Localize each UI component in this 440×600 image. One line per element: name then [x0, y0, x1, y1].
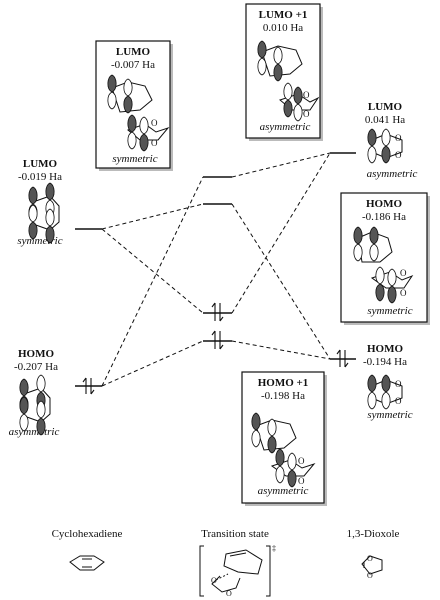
orbital-cyclo-homo: [19, 374, 51, 436]
ts-double-dagger: ‡: [272, 544, 276, 553]
label-dioxole: 1,3-Dioxole: [347, 528, 400, 540]
label-transition-state: Transition state: [201, 528, 269, 540]
diox-lumo-sym: asymmetric: [367, 168, 418, 180]
ts-lumo1-title: LUMO +1: [259, 9, 308, 21]
orbital-cyclo-lumo: [28, 182, 60, 244]
diox-homo-sym: symmetric: [367, 409, 412, 421]
structure-cyclohexadiene: [69, 555, 105, 571]
o-atom-i: O: [395, 379, 402, 389]
structure-transition-state: [199, 545, 271, 597]
ts-lumo-title: LUMO: [116, 46, 151, 58]
o-atom-l: O: [298, 476, 305, 486]
electron-pair-ts-homo1: [211, 330, 224, 350]
ts-lumo1-energy: 0.010 Ha: [263, 22, 303, 34]
orbital-ts-lumo1: O O: [257, 40, 320, 122]
ts-homo-energy: -0.186 Ha: [362, 211, 406, 223]
ts-o-atom-2: O: [226, 589, 232, 598]
o-atom-d: O: [303, 109, 310, 119]
diox-homo-title: HOMO: [367, 343, 403, 355]
cyclo-lumo-energy: -0.019 Ha: [18, 171, 62, 183]
diox-homo-energy: -0.194 Ha: [363, 356, 407, 368]
ts-homo-title: HOMO: [366, 198, 402, 210]
ts-homo1-energy: -0.198 Ha: [261, 390, 305, 402]
o-atom-c: O: [303, 90, 310, 100]
cyclo-lumo-sym: symmetric: [17, 235, 62, 247]
o-atom-h: O: [400, 288, 407, 298]
ts-homo1-sym: asymmetric: [258, 485, 309, 497]
ts-lumo1-sym: asymmetric: [260, 121, 311, 133]
structure-dioxole: [361, 555, 383, 575]
electron-pair-cyclo-homo: [82, 377, 95, 395]
dioxole-o-2: O: [367, 571, 373, 580]
o-atom-a: O: [151, 118, 158, 128]
orbital-diox-lumo: O O: [367, 128, 403, 164]
diox-lumo-energy: 0.041 Ha: [365, 114, 405, 126]
diox-lumo-title: LUMO: [368, 101, 403, 113]
correlation-lines: [101, 152, 331, 387]
ts-homo-sym: symmetric: [367, 305, 412, 317]
cyclo-homo-sym: asymmetric: [9, 426, 60, 438]
cyclo-lumo-title: LUMO: [23, 158, 58, 170]
orbital-ts-homo: O O: [353, 226, 414, 304]
cyclo-homo-energy: -0.207 Ha: [14, 361, 58, 373]
orbital-diox-homo: O O: [367, 374, 403, 410]
orbital-ts-homo1: O O: [251, 412, 316, 488]
o-atom-b: O: [151, 138, 158, 148]
o-atom-e: O: [395, 133, 402, 143]
ts-o-atom-1: O: [211, 576, 217, 585]
ts-homo1-title: HOMO +1: [258, 377, 309, 389]
ts-lumo-sym: symmetric: [112, 153, 157, 165]
o-atom-k: O: [298, 456, 305, 466]
dioxole-o-1: O: [367, 554, 373, 563]
electron-pair-ts-homo: [211, 302, 224, 322]
o-atom-f: O: [395, 150, 402, 160]
label-cyclohexadiene: Cyclohexadiene: [52, 528, 123, 540]
ts-lumo-energy: -0.007 Ha: [111, 59, 155, 71]
electron-pair-diox-homo: [336, 349, 349, 368]
o-atom-g: O: [400, 268, 407, 278]
cyclo-homo-title: HOMO: [18, 348, 54, 360]
orbital-ts-lumo: O O: [107, 74, 170, 152]
o-atom-j: O: [395, 396, 402, 406]
